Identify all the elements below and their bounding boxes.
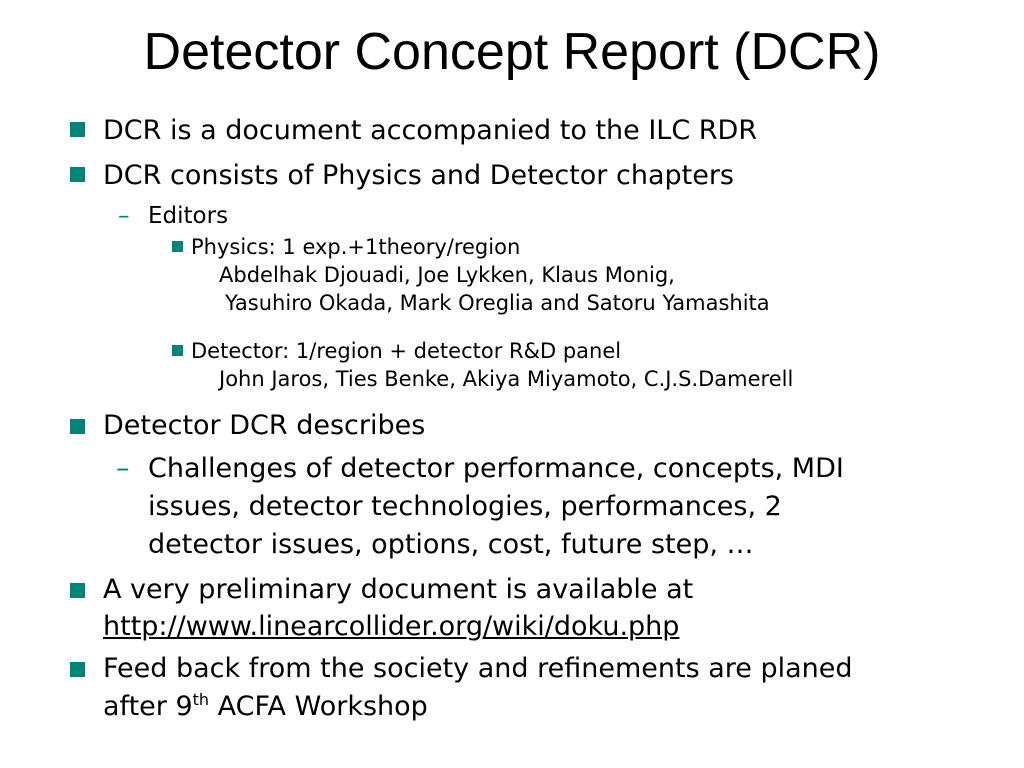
sub-bullet-text: issues, detector technologies, performan… [148,491,782,522]
link-line: http://www.linearcollider.org/wiki/doku.… [103,609,679,645]
sub-bullet-text: Editors [148,203,229,229]
editor-names: Abdelhak Djouadi, Joe Lykken, Klaus Moni… [219,263,675,287]
bullet-text: A very preliminary document is available… [103,574,694,605]
ordinal-suffix: th [192,690,210,709]
square-bullet-icon [172,345,183,356]
square-bullet-icon [70,583,85,598]
square-bullet-icon [70,122,85,137]
bullet-text: DCR is a document accompanied to the ILC… [103,115,758,146]
editor-group-label: Detector: 1/region + detector R&D panel [191,339,622,363]
bullet-text: DCR consists of Physics and Detector cha… [103,160,734,191]
dash-bullet-icon: – [116,453,130,484]
square-bullet-icon [70,662,85,677]
square-bullet-icon [70,419,85,434]
editor-names: Yasuhiro Okada, Mark Oreglia and Satoru … [225,291,770,315]
slide-title: Detector Concept Report (DCR) [143,23,881,81]
dash-bullet-icon: – [118,203,130,229]
doku-link[interactable]: http://www.linearcollider.org/wiki/doku.… [103,611,680,642]
bullet-text: Feed back from the society and refinemen… [103,653,853,684]
square-bullet-icon [172,241,183,252]
bullet-text: Detector DCR describes [103,410,426,441]
editor-names: John Jaros, Ties Benke, Akiya Miyamoto, … [219,367,794,391]
sub-bullet-text: Challenges of detector performance, conc… [148,453,844,484]
editor-group-label: Physics: 1 exp.+1theory/region [191,235,521,259]
sub-bullet-text: detector issues, options, cost, future s… [148,529,754,560]
workshop-prefix: after 9 [103,691,193,722]
bullet-text-line2: after 9th ACFA Workshop [103,689,428,725]
workshop-suffix: ACFA Workshop [209,691,428,722]
square-bullet-icon [70,167,85,182]
